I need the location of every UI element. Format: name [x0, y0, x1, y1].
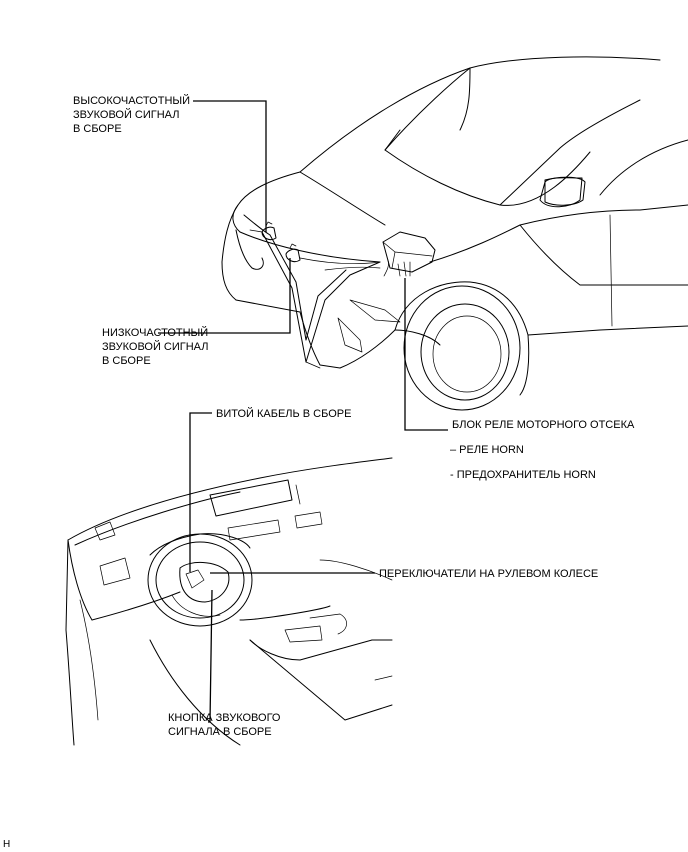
figure-code: H [3, 839, 11, 850]
spiral-cable-label: ВИТОЙ КАБЕЛЬ В СБОРЕ [216, 408, 352, 420]
vehicle-front-illustration [221, 56, 688, 411]
horn-relay-label: – РЕЛЕ HORN [450, 444, 524, 456]
vehicle-interior-illustration [65, 457, 393, 746]
steering-switches-label: ПЕРЕКЛЮЧАТЕЛИ НА РУЛЕВОМ КОЛЕСЕ [379, 568, 599, 580]
leader-lines [158, 100, 448, 723]
steering-wheel-icon [147, 533, 253, 627]
relay-block-icon [382, 231, 436, 277]
high-pitch-horn-icon [261, 221, 277, 241]
low-pitch-horn-icon [285, 243, 301, 263]
horn-button-label: КНОПКА ЗВУКОВОГО СИГНАЛА В СБОРЕ [168, 712, 281, 738]
relay-block-label: БЛОК РЕЛЕ МОТОРНОГО ОТСЕКА [452, 419, 635, 431]
horn-fuse-label: - ПРЕДОХРАНИТЕЛЬ HORN [450, 469, 596, 481]
high-pitch-horn-label: ВЫСОКОЧАСТОТНЫЙ ЗВУКОВОЙ СИГНАЛ В СБОРЕ [73, 95, 191, 135]
low-pitch-horn-label: НИЗКОЧАСТОТНЫЙ ЗВУКОВОЙ СИГНАЛ В СБОРЕ [102, 327, 209, 367]
